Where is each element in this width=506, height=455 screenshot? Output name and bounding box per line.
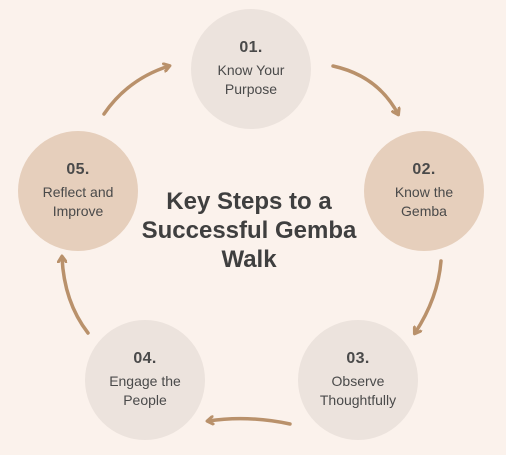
step-circle-03: 03. Observe Thoughtfully [298, 320, 418, 440]
step-label-line2: People [123, 392, 167, 408]
step-label-line1: Engage the [109, 373, 181, 389]
step-label-line1: Observe [331, 373, 385, 389]
arrow-step3-to-step4 [208, 419, 292, 426]
diagram-title: Key Steps to a Successful Gemba Walk [118, 187, 380, 274]
step-label-line2: Improve [52, 203, 104, 219]
step-circle-01: 01. Know Your Purpose [191, 9, 311, 129]
arrow-step5-to-step1 [102, 66, 169, 116]
step-number: 05. [66, 161, 90, 178]
step-circle-05: 05. Reflect and Improve [18, 131, 138, 251]
step-number: 01. [239, 39, 263, 56]
arrow-step2-to-step3 [415, 259, 443, 333]
step-number: 04. [133, 350, 157, 367]
step-label-line2: Thoughtfully [319, 392, 397, 408]
arrow-step4-to-step5 [62, 257, 90, 335]
title-line1: Key Steps to a [166, 188, 332, 215]
step-label-line1: Reflect and [42, 184, 114, 200]
step-circle-04: 04. Engage the People [85, 320, 205, 440]
step-label-line2: Purpose [224, 81, 278, 97]
step-label-line2: Gemba [401, 203, 447, 219]
step-label-line1: Know Your [217, 62, 285, 78]
title-line3: Walk [221, 246, 277, 273]
step-label-line1: Know the [394, 184, 454, 200]
arrow-step1-to-step2 [331, 64, 398, 114]
step-number: 03. [346, 350, 370, 367]
title-line2: Successful Gemba [141, 217, 357, 244]
step-number: 02. [412, 161, 436, 178]
step-circle-02: 02. Know the Gemba [364, 131, 484, 251]
